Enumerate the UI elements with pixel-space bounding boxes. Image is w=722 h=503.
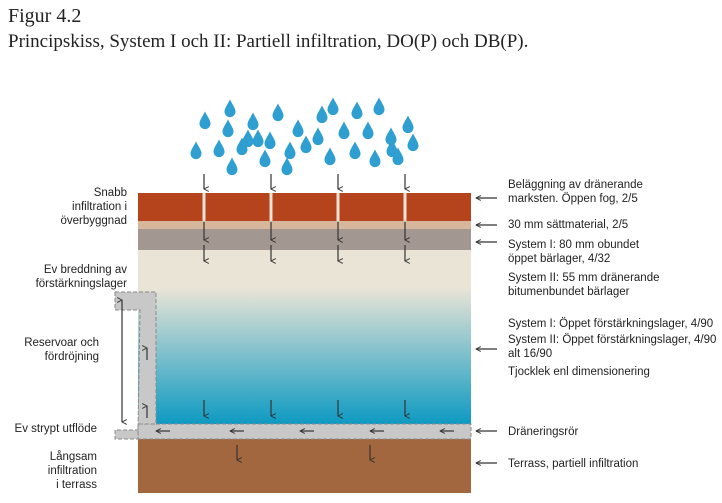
reservoir-layer [138,250,471,424]
rain-drop [224,99,236,118]
rain-drop [373,97,385,116]
rain-drop [281,157,293,176]
rain-drop [316,105,328,124]
langsam-infiltration-label: infiltration [48,465,97,477]
draneringsror-label: Dräneringsrör [508,426,578,438]
rain-drop [362,121,374,140]
snabb-infiltration-label: överbyggnad [61,215,128,227]
right-labels: Beläggning av dränerande marksten. Öppen … [476,179,716,470]
system1-barlager-label: öppet bärlager, 4/32 [508,253,610,265]
rain-drop [392,147,404,166]
figure-subtitle: Principskiss, System I och II: Partiell … [8,31,529,52]
rain-drop [351,101,363,120]
forstarkningslager-label: alt 16/90 [508,348,552,360]
snabb-infiltration-label: Snabb [94,187,127,199]
left-labels: Snabb infiltration i överbyggnad Ev breddni… [15,187,128,491]
rain-drop [402,115,414,134]
forstarkningslager-label: System I: Öppet förstärkningslager, 4/90 [508,318,713,330]
rain-drop [300,135,312,154]
forstarkningslager-label: Tjocklek enl dimensionering [508,366,650,378]
rain-drop [259,149,271,168]
flow-arrows [147,174,454,460]
rain-drop [327,97,339,116]
rain-drop [199,111,211,130]
belaggning-label: Beläggning av dränerande [508,179,643,191]
rain-drop [284,141,296,160]
rain-drop [252,129,264,148]
rain-drop [338,121,350,140]
rain-drop [369,149,381,168]
paving-layer [138,193,471,221]
rain-drop [292,119,304,138]
langsam-infiltration-label: Långsam [50,451,97,463]
belaggning-label: marksten. Öppen fog, 2/5 [508,193,638,205]
system2-barlager-label: System II: 55 mm dränerande [508,272,659,284]
snabb-infiltration-label: infiltration i [72,201,127,213]
rain-drop [247,112,259,131]
langsam-infiltration-label: i terrass [56,479,97,491]
rain-drop [242,129,254,148]
rain-drop [236,137,248,156]
rain-drop [272,103,284,122]
widened-reinforcement-layer [114,291,157,440]
rain-drop [213,139,225,158]
system1-barlager-label: System I: 80 mm obundet [508,239,640,251]
rain-drop [264,131,276,150]
rain-drop [385,127,397,146]
rain-drop [190,141,202,160]
rain-drop [386,139,398,158]
system2-barlager-label: bitumenbundet bärlager [508,286,630,298]
rain-drops [190,97,419,176]
terrass-label: Terrass, partiell infiltration [508,458,638,470]
rain-drop [407,133,419,152]
forstarkningslager-label: System II: Öppet förstärkningslager, 4/9… [508,334,716,346]
reservoar-label: fördröjning [45,351,99,363]
rain-drop [312,127,324,146]
ev-breddning-label: Ev breddning av [44,264,127,276]
setting-bed-layer [138,221,471,229]
base-layer [138,229,471,250]
rain-drop [349,141,361,160]
ev-strypt-utflode-label: Ev strypt utflöde [15,423,97,435]
rain-drop [324,147,336,166]
subgrade-layer [138,439,471,493]
sattmaterial-label: 30 mm sättmaterial, 2/5 [508,219,628,231]
ev-breddning-label: förstärkningslager [36,278,128,290]
rain-drop [222,119,234,138]
reservoar-label: Reservoar och [24,337,99,349]
paving-joints [202,193,407,221]
figure-title: Figur 4.2 [8,5,82,27]
rain-drop [226,157,238,176]
